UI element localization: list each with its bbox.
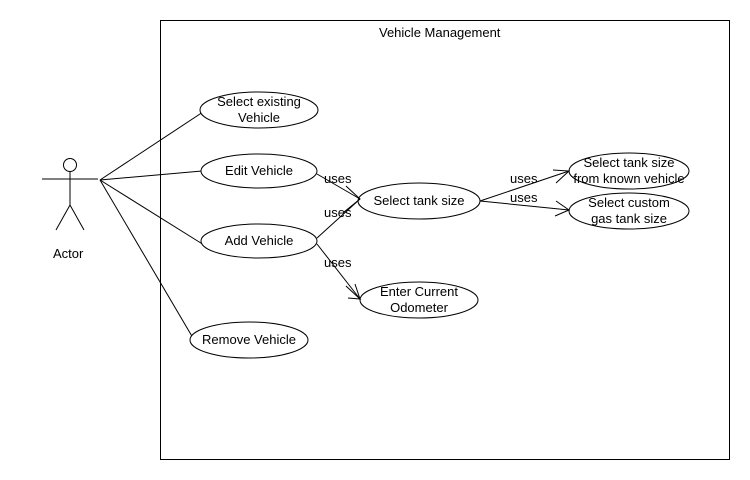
arrowhead-tank-custom: [554, 200, 571, 217]
use-case-tank-custom-line1: Select custom: [588, 195, 670, 210]
uses-add-to-odometer-line: [316, 243, 361, 300]
use-case-select-tank-size: Select tank size: [358, 183, 480, 219]
relation-label-tank-to-custom: uses: [510, 190, 538, 205]
use-case-tank-custom-ellipse: [568, 192, 690, 230]
use-case-edit-vehicle: Edit Vehicle: [201, 154, 317, 188]
uses-add-to-tank-line: [316, 198, 361, 239]
use-case-enter-odometer-line2: Odometer: [390, 300, 448, 315]
use-case-select-existing-ellipse: [199, 91, 319, 129]
use-case-enter-odometer-line1: Enter Current: [379, 284, 459, 299]
relation-label-add-to-odometer: uses: [324, 255, 352, 270]
actor-label: Actor: [53, 246, 84, 261]
uses-edit-to-tank-line: [316, 173, 361, 200]
system-title: Vehicle Management: [379, 25, 501, 40]
use-case-add-vehicle: Add Vehicle: [201, 224, 317, 258]
use-case-select-existing-line1: Select existing: [217, 94, 301, 109]
use-case-remove-vehicle-label: Remove Vehicle: [202, 332, 296, 347]
use-case-tank-known: Select tank size from known vehicle: [565, 153, 693, 189]
relation-label-tank-to-known: uses: [510, 171, 538, 186]
association-remove-vehicle: [99, 179, 194, 339]
arrowhead-odometer-2: [354, 283, 361, 300]
use-case-edit-vehicle-ellipse: [200, 153, 318, 189]
use-case-enter-odometer: Enter Current Odometer: [360, 282, 478, 318]
arrowhead-tank-size: [343, 185, 361, 213]
use-case-select-existing-line2: Vehicle: [238, 110, 280, 125]
actor-figure: [42, 158, 98, 231]
use-case-select-tank-size-label: Select tank size: [373, 193, 465, 208]
use-case-enter-odometer-ellipse: [359, 281, 479, 319]
use-case-select-existing: Select existing Vehicle: [200, 92, 318, 128]
actor-associations: [99, 111, 205, 339]
use-case-remove-vehicle-ellipse: [189, 321, 309, 359]
relation-label-add-to-tank: uses: [324, 205, 352, 220]
arrowhead-tank-known: [552, 169, 571, 184]
system-boundary: [160, 20, 730, 460]
use-case-tank-known-line1: Select tank size: [583, 155, 675, 170]
use-case-edit-vehicle-label: Edit Vehicle: [225, 163, 293, 178]
use-case-remove-vehicle: Remove Vehicle: [190, 322, 308, 358]
association-select-existing: [99, 111, 204, 181]
uses-tank-to-known-line: [479, 170, 570, 202]
association-edit-vehicle: [99, 170, 203, 181]
use-case-add-vehicle-label: Add Vehicle: [224, 233, 294, 248]
use-case-tank-custom-line2: gas tank size: [591, 211, 667, 226]
use-case-add-vehicle-ellipse: [200, 223, 318, 259]
relation-label-edit-to-tank: uses: [324, 171, 352, 186]
uses-tank-to-custom-line: [479, 200, 570, 211]
use-case-tank-custom: Select custom gas tank size: [569, 193, 689, 229]
association-add-vehicle: [99, 179, 205, 246]
use-case-tank-known-line2: from known vehicle: [573, 171, 685, 186]
